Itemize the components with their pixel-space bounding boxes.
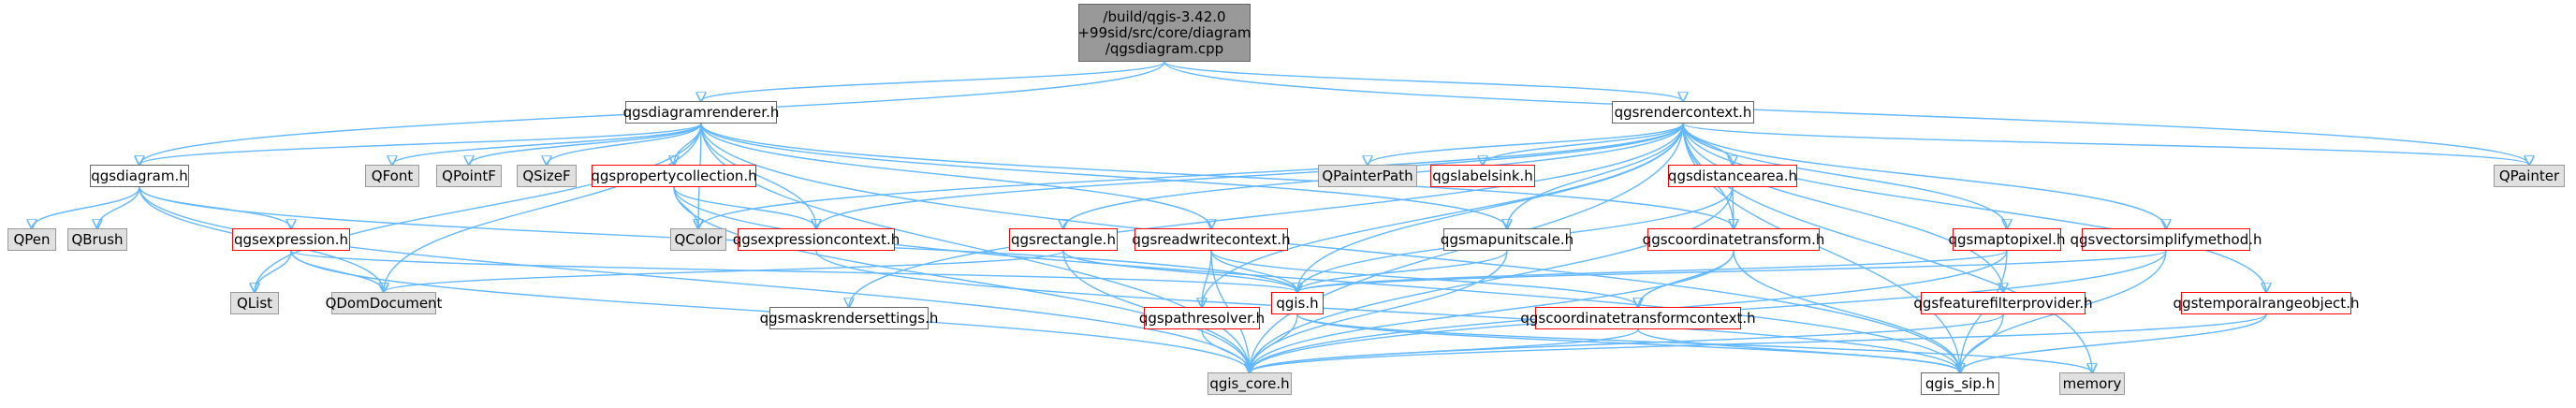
edge-qgstemporalrangeobject-h-to-qgis-sip-h	[1960, 313, 2267, 372]
edge-qgsdiagram-cpp-to-qgsrendercontext-h	[1164, 61, 1683, 101]
node-qgslabelsink-h[interactable]: qgslabelsink.h	[1430, 165, 1535, 187]
node-qgis-sip-h[interactable]: qgis_sip.h	[1921, 372, 1999, 395]
node-QBrush: QBrush	[67, 228, 127, 251]
edge-qgsexpressioncontext-h-to-qgis-sip-h	[815, 250, 1960, 372]
edge-qgsdiagram-cpp-to-qgsdiagramrenderer-h	[701, 61, 1165, 101]
edge-qgsrendercontext-h-to-QPainter	[1682, 123, 2529, 165]
edge-qgsrectangle-h-to-QDomDocument	[384, 250, 1064, 292]
edge-qgis-h-to-qgis-sip-h	[1296, 313, 1960, 372]
edge-qgsrendercontext-h-to-QColor	[698, 123, 1684, 228]
node-QSizeF: QSizeF	[517, 165, 577, 187]
node-qgsdiagramrenderer-h[interactable]: qgsdiagramrenderer.h	[623, 101, 779, 124]
edge-qgsmaptopixel-h-to-qgis-h	[1297, 250, 2008, 292]
edge-qgsdiagramrenderer-h-to-qgsreadwritecontext-h	[700, 123, 1211, 228]
node-qgscoordinatetransform-h[interactable]: qgscoordinatetransform.h	[1643, 228, 1824, 251]
edge-qgsrendercontext-h-to-QPainterPath	[1368, 123, 1684, 165]
node-QDomDocument: QDomDocument	[326, 292, 442, 314]
edge-qgsrendercontext-h-to-qgsmapunitscale-h	[1507, 123, 1684, 228]
edge-qgsrendercontext-h-to-qgslabelsink-h	[1483, 123, 1684, 165]
edge-qgspropertycollection-h-to-qgis-sip-h	[673, 186, 1960, 372]
node-qgsexpression-h[interactable]: qgsexpression.h	[232, 228, 350, 251]
node-qgspropertycollection-h[interactable]: qgspropertycollection.h	[591, 165, 757, 187]
edge-qgsdiagramrenderer-h-to-QPointF	[469, 123, 702, 165]
node-root-line-3: /qgsdiagram.cpp	[1105, 39, 1224, 57]
edge-qgsdiagram-h-to-qgis-core-h	[139, 186, 1250, 372]
node-qgis-core-h: qgis_core.h	[1208, 372, 1292, 395]
edge-qgsdiagram-cpp-to-QPainter	[1164, 61, 2529, 165]
edge-qgsdiagramrenderer-h-to-QList	[255, 123, 702, 292]
edge-qgsdiagramrenderer-h-to-QFont	[392, 123, 702, 165]
edge-qgstemporalrangeobject-h-to-qgis-core-h	[1250, 313, 2267, 372]
node-qgscoordinatetransformcontext-h[interactable]: qgscoordinatetransformcontext.h	[1520, 307, 1756, 329]
node-qgstemporalrangeobject-h[interactable]: qgstemporalrangeobject.h	[2174, 292, 2359, 314]
node-root-line-2: +99sid/src/core/diagram	[1077, 23, 1251, 41]
edge-qgsdiagram-h-to-QPen	[32, 186, 140, 228]
node-qgsdiagram-h[interactable]: qgsdiagram.h	[90, 165, 189, 187]
edge-qgsdiagramrenderer-h-to-qgsdiagram-h	[139, 123, 702, 165]
node-QPainterPath: QPainterPath	[1318, 165, 1417, 187]
edge-qgscoordinatetransform-h-to-qgis-sip-h	[1733, 250, 1960, 372]
node-QPen: QPen	[7, 228, 56, 251]
node-qgsexpressioncontext-h[interactable]: qgsexpressioncontext.h	[733, 228, 900, 251]
edge-qgis-h-to-memory	[1296, 313, 2092, 372]
node-qgsvectorsimplifymethod-h[interactable]: qgsvectorsimplifymethod.h	[2071, 228, 2262, 251]
node-QColor: QColor	[670, 228, 726, 251]
edge-qgsrendercontext-h-to-qgis-h	[1297, 123, 1684, 292]
edge-qgis-h-to-qgis-core-h	[1250, 313, 1298, 372]
edge-qgsvectorsimplifymethod-h-to-qgis-h	[1297, 250, 2167, 292]
node-qgsfeaturefilterprovider-h[interactable]: qgsfeaturefilterprovider.h	[1913, 292, 2093, 314]
edge-qgsdistancearea-h-to-qgis-core-h	[1250, 186, 1734, 372]
edge-qgspropertycollection-h-to-qgsexpressioncontext-h	[673, 186, 816, 228]
edge-qgsrendercontext-h-to-qgsmaskrendersettings-h	[849, 123, 1684, 307]
edge-qgspathresolver-h-to-qgis-core-h	[1201, 328, 1250, 372]
edge-qgsmapunitscale-h-to-qgis-h	[1297, 250, 1508, 292]
edge-qgspropertycollection-h-to-qgis-core-h	[673, 186, 1250, 372]
edge-qgsrendercontext-h-to-qgsexpressioncontext-h	[816, 123, 1684, 228]
edge-qgsdiagramrenderer-h-to-QSizeF	[547, 123, 702, 165]
node-QFont: QFont	[365, 165, 419, 187]
edge-qgscoordinatetransform-h-to-qgis-core-h	[1250, 250, 1734, 372]
node-qgsrectangle-h[interactable]: qgsrectangle.h	[1009, 228, 1118, 251]
node-qgis-h[interactable]: qgis.h	[1271, 292, 1324, 314]
node-qgsmapunitscale-h[interactable]: qgsmapunitscale.h	[1441, 228, 1573, 251]
edge-qgsdiagram-h-to-QBrush	[97, 186, 140, 228]
node-qgspathresolver-h[interactable]: qgspathresolver.h	[1139, 307, 1265, 329]
edge-qgsexpression-h-to-QDomDocument	[290, 250, 384, 292]
node-qgsmaptopixel-h[interactable]: qgsmaptopixel.h	[1948, 228, 2066, 251]
node-root-line-1: /build/qgis-3.42.0	[1103, 7, 1226, 25]
node-qgsrendercontext-h[interactable]: qgsrendercontext.h	[1612, 101, 1754, 124]
node-qgsreadwritecontext-h[interactable]: qgsreadwritecontext.h	[1132, 228, 1291, 251]
edge-qgsrendercontext-h-to-qgsvectorsimplifymethod-h	[1682, 123, 2166, 228]
node-QPainter: QPainter	[2494, 165, 2565, 187]
node-qgsdiagram-cpp: /build/qgis-3.42.0 +99sid/src/core/diagr…	[1077, 4, 1251, 62]
edge-qgsdiagramrenderer-h-to-qgsexpressioncontext-h	[700, 123, 816, 228]
edge-qgsdiagramrenderer-h-to-qgsmapunitscale-h	[700, 123, 1507, 228]
node-QList: QList	[230, 292, 279, 314]
edge-qgsdiagramrenderer-h-to-qgscoordinatetransform-h	[700, 123, 1734, 228]
edge-qgsexpression-h-to-QList	[255, 250, 292, 292]
edge-qgsrendercontext-h-to-qgsfeaturefilterprovider-h	[1682, 123, 2003, 292]
edge-qgscoordinatetransform-h-to-qgscoordinatetransformcontext-h	[1638, 250, 1734, 307]
node-qgsdistancearea-h[interactable]: qgsdistancearea.h	[1668, 165, 1797, 187]
node-QPointF: QPointF	[436, 165, 502, 187]
edge-qgsdiagramrenderer-h-to-qgis-sip-h	[700, 123, 1960, 372]
edge-qgsrendercontext-h-to-qgstemporalrangeobject-h	[1682, 123, 2266, 292]
edge-qgsfeaturefilterprovider-h-to-qgis-sip-h	[1960, 313, 2004, 372]
edge-qgsrectangle-h-to-qgis-h	[1062, 250, 1297, 292]
edge-qgsexpression-h-to-qgis-h	[290, 250, 1297, 292]
node-qgsmaskrendersettings-h[interactable]: qgsmaskrendersettings.h	[760, 307, 938, 329]
node-memory: memory	[2059, 372, 2125, 395]
edge-qgspropertycollection-h-to-QColor	[673, 186, 698, 228]
